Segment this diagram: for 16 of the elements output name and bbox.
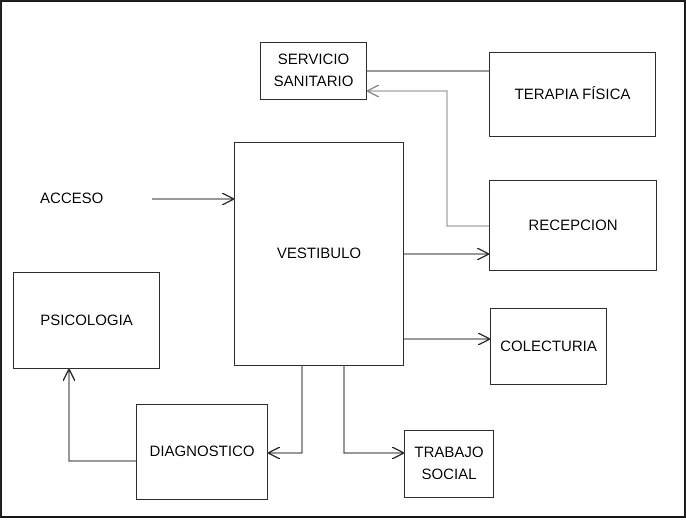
room-box: VESTIBULO [234, 142, 404, 366]
connector-arrow [404, 247, 490, 261]
room-box: COLECTURIA [490, 308, 607, 385]
connector-arrow [267, 366, 302, 460]
room-box: TERAPIA FÍSICA [489, 52, 656, 137]
room-box: SERVICIO SANITARIO [260, 42, 367, 100]
room-box: PSICOLOGIA [13, 272, 160, 369]
room-box: RECEPCION [489, 180, 657, 271]
entry-label: ACCESO [40, 186, 152, 212]
connector-arrow [62, 368, 136, 462]
connector-arrow [366, 84, 490, 226]
room-box: DIAGNOSTICO [136, 404, 268, 500]
connector-arrow [404, 332, 491, 346]
connector-arrow [344, 366, 405, 460]
connector-arrow [152, 192, 235, 206]
room-box: TRABAJO SOCIAL [404, 430, 494, 498]
